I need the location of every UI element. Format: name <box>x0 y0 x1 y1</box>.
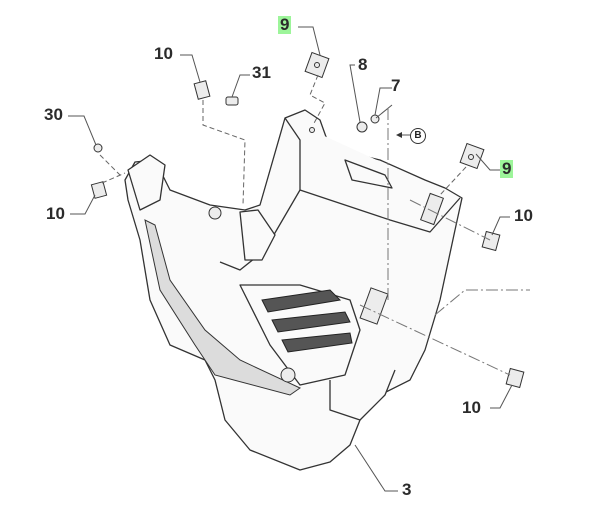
part-label-31: 31 <box>252 63 271 82</box>
part-label-7: 7 <box>391 76 401 95</box>
part-label-9-right: 9 <box>500 159 514 178</box>
part-label-10-right: 10 <box>514 206 533 225</box>
part-label-30: 30 <box>44 105 63 124</box>
view-reference-b: B <box>410 128 426 144</box>
hardware-parts <box>90 51 525 389</box>
part-label-3: 3 <box>402 480 412 499</box>
part-label-10-top: 10 <box>154 44 173 63</box>
part-label-10-left: 10 <box>46 204 65 223</box>
part-label-9-top: 9 <box>278 15 292 34</box>
part-label-10-bottom: 10 <box>462 398 481 417</box>
leader-lines <box>68 26 530 492</box>
main-bracket-part-3 <box>124 109 463 471</box>
part-label-8: 8 <box>358 55 368 74</box>
